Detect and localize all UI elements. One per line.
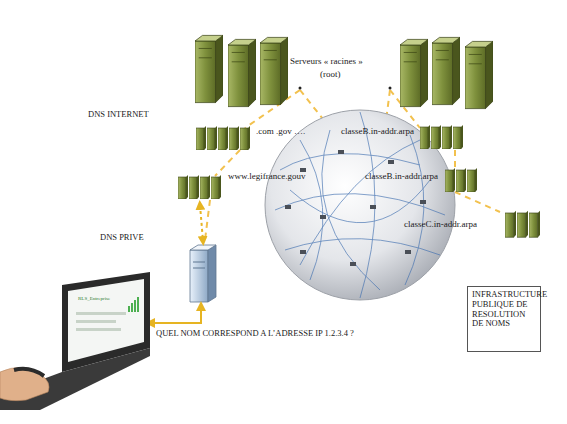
server-rack <box>432 37 460 104</box>
private-dns-server <box>190 245 216 302</box>
laptop <box>0 272 150 410</box>
label: classeB.in-addr.arpa <box>365 172 438 182</box>
query-arrows <box>150 205 203 323</box>
server-rack <box>260 37 288 104</box>
note-box: INFRASTRUCTURE PUBLIQUE DE RESOLUTION DE… <box>467 286 541 352</box>
root-servers <box>195 35 493 108</box>
box-text: INFRASTRUCTURE PUBLIQUE DE RESOLUTION DE… <box>472 290 536 329</box>
label: (root) <box>320 70 341 80</box>
label: .com .gov …. <box>256 127 305 137</box>
label: DNS INTERNET <box>88 110 149 119</box>
server-rack <box>228 39 256 106</box>
label: classeB.in-addr.arpa <box>341 127 414 137</box>
dot <box>389 87 392 90</box>
dot <box>299 87 302 90</box>
label: classeC.in-addr.arpa <box>404 220 477 230</box>
server-rack <box>465 41 493 108</box>
server-rack <box>195 35 223 102</box>
server-rack <box>400 39 428 106</box>
dns-server-groups <box>178 125 540 237</box>
label: QUEL NOM CORRESPOND A L’ADRESSE IP 1.2.3… <box>156 329 354 338</box>
globe <box>265 110 455 300</box>
label: Serveurs « racines » <box>290 57 363 67</box>
screen-text: RLS_Entreprise <box>78 296 110 302</box>
label: www.legifrance.gouv <box>228 172 305 182</box>
label: DNS PRIVE <box>100 233 144 242</box>
